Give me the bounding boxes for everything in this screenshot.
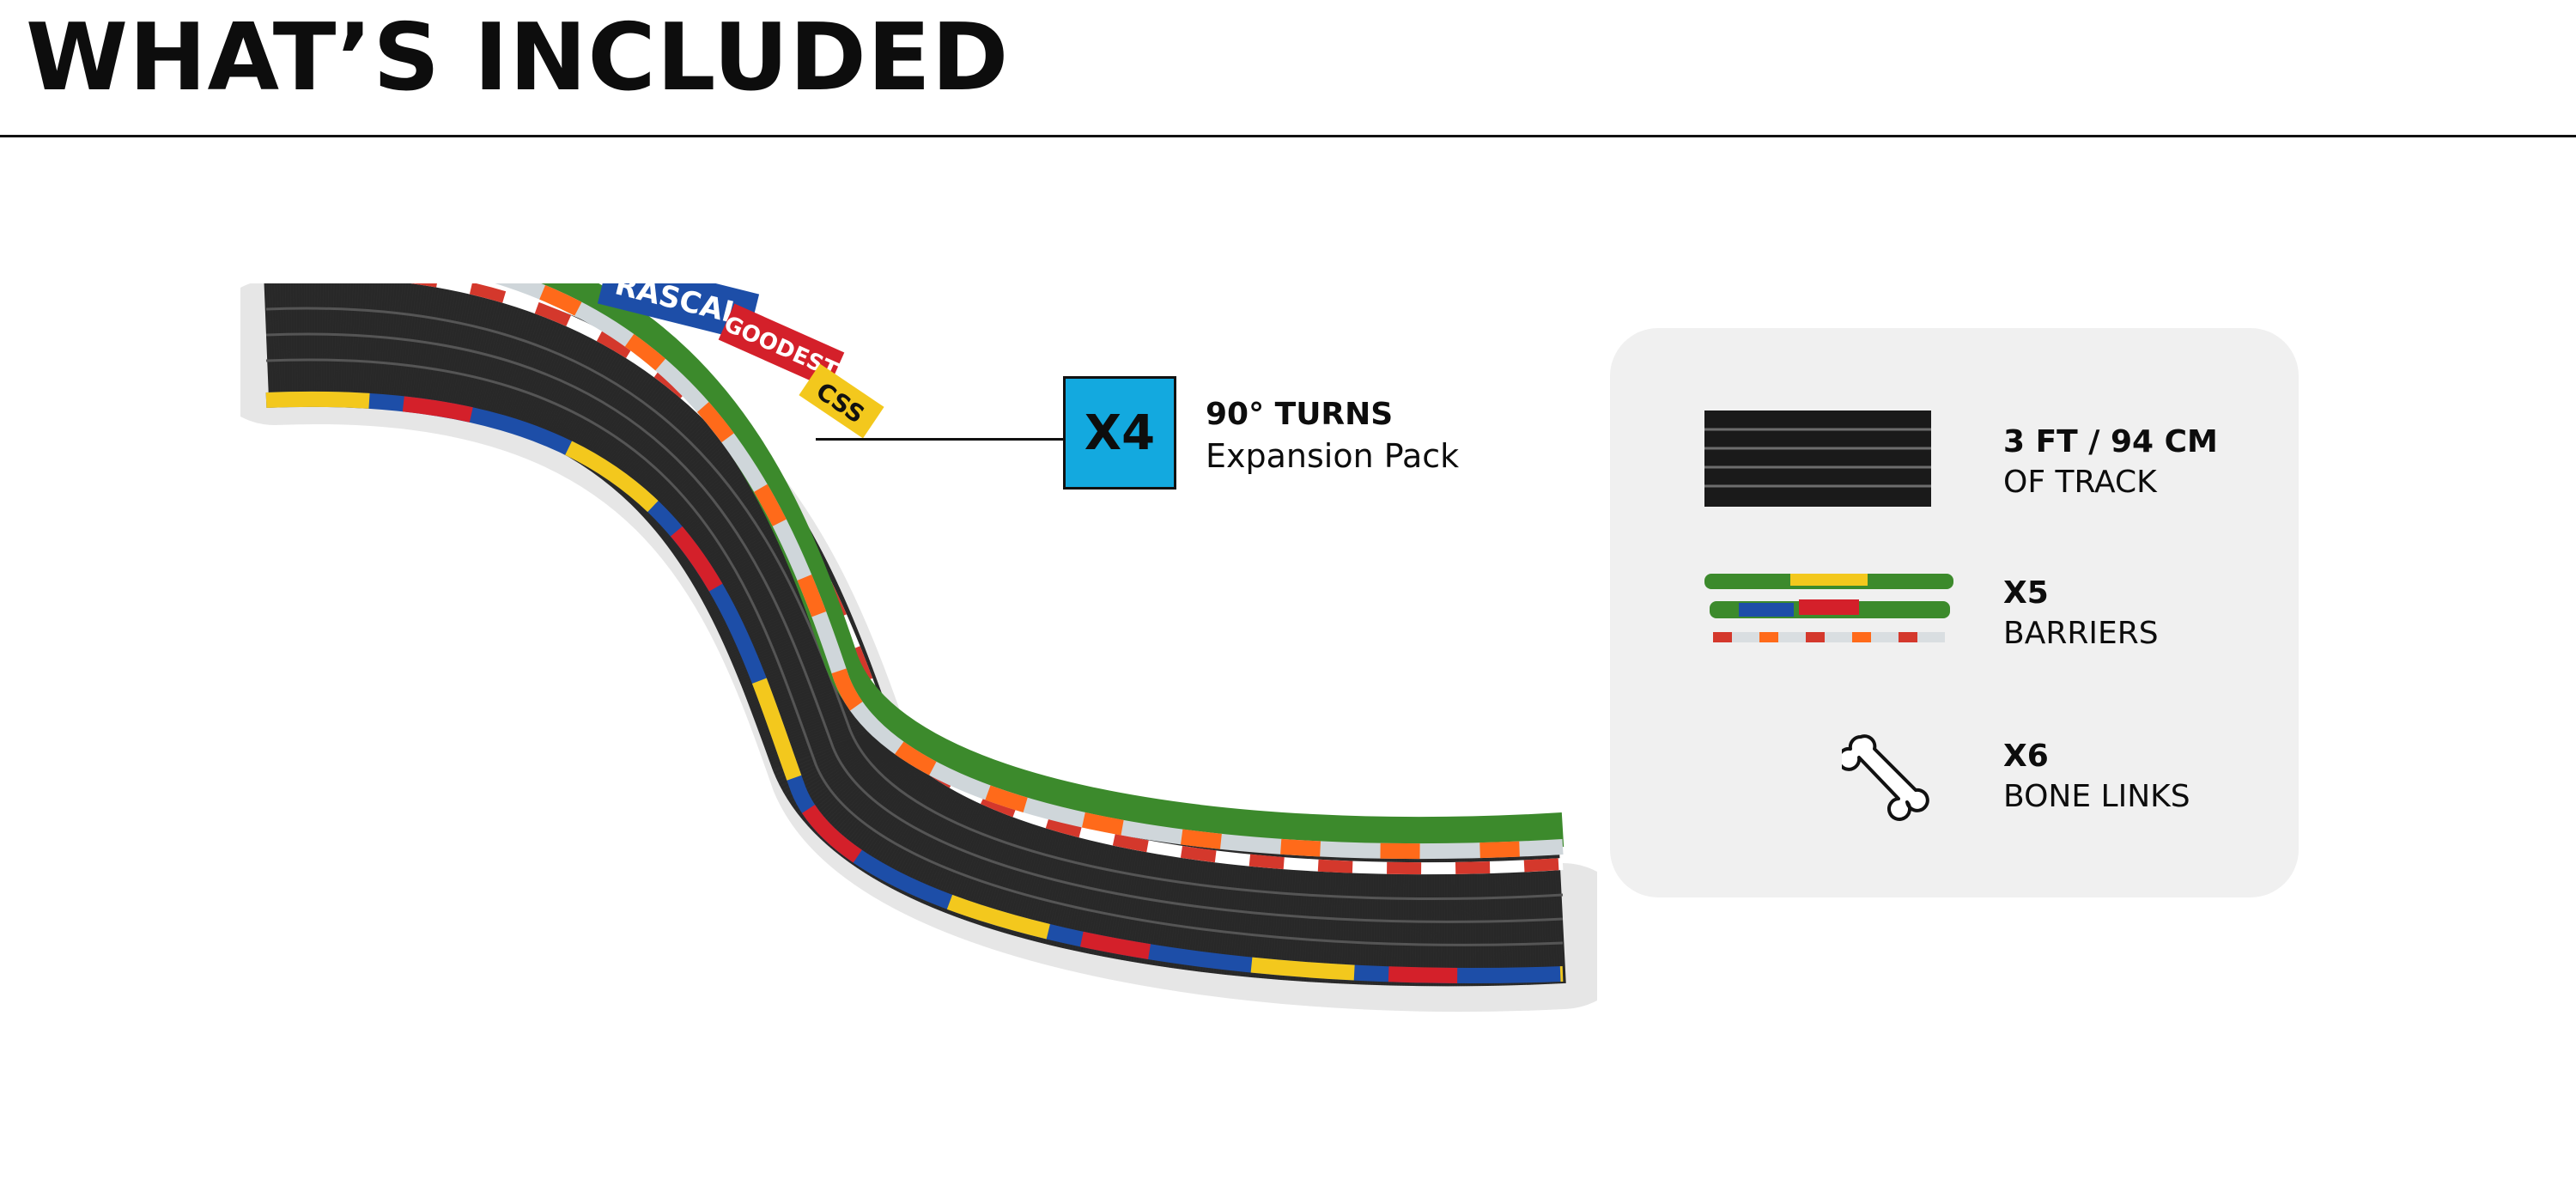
callout-leader-line <box>816 438 1065 441</box>
track-illustration: RASCAL GOODEST CSS <box>240 283 1597 1013</box>
barrier-icon <box>1704 574 1953 642</box>
turns-quantity-badge: X4 <box>1063 376 1176 490</box>
turns-title: 90° TURNS <box>1206 397 1394 432</box>
included-item-bone-links: X6 BONE LINKS <box>2003 737 2190 818</box>
outer-banner-wall <box>265 391 1564 983</box>
included-item-barriers: X5 BARRIERS <box>2003 574 2159 654</box>
barriers-count: X5 <box>2003 575 2049 611</box>
turns-subtitle: Expansion Pack <box>1206 436 1460 475</box>
page-title: WHAT’S INCLUDED <box>26 4 1010 112</box>
bone-links-label: BONE LINKS <box>2003 778 2190 814</box>
track-label: OF TRACK <box>2003 464 2157 500</box>
barriers-label: BARRIERS <box>2003 615 2159 651</box>
title-divider <box>0 135 2576 137</box>
included-item-track: 3 FT / 94 CM OF TRACK <box>2003 423 2218 503</box>
turns-callout: 90° TURNS Expansion Pack <box>1206 395 1459 477</box>
included-items-panel: 3 FT / 94 CM OF TRACK X5 BARRIERS X6 <box>1610 328 2299 897</box>
bone-links-count: X6 <box>2003 739 2049 774</box>
track-piece-icon <box>1704 411 1931 507</box>
track-length: 3 FT / 94 CM <box>2003 424 2218 459</box>
bone-link-icon <box>1842 734 1929 821</box>
track-lanes <box>265 307 1564 946</box>
barrier-wall <box>494 283 1564 860</box>
